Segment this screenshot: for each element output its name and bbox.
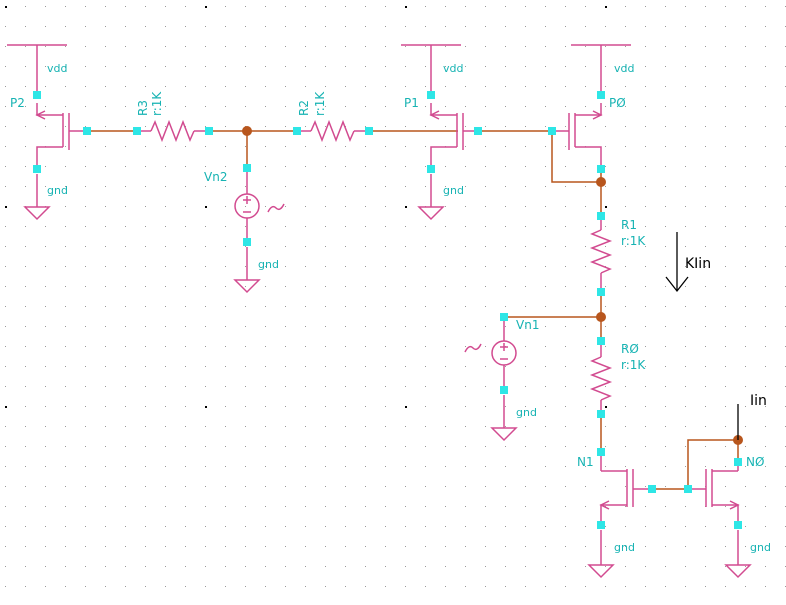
gnd-label: gnd <box>47 184 68 197</box>
r1-value: r:1K <box>621 234 646 248</box>
resistor-r3[interactable]: R3 r:1K <box>133 91 213 143</box>
pmos-p1[interactable]: P1 vdd gnd <box>401 44 482 221</box>
input-iin[interactable]: Iin <box>737 393 767 440</box>
r2-name: R2 <box>297 100 311 116</box>
resistor-r1[interactable]: R1 r:1K <box>589 212 646 296</box>
nmos-n1[interactable]: N1 gnd <box>577 448 656 579</box>
pmos-p2[interactable]: P2 vdd gnd <box>7 44 91 221</box>
p0-label: PØ <box>609 96 626 110</box>
gnd-label: gnd <box>258 258 279 271</box>
vdd-label: vdd <box>614 62 634 75</box>
r1-name: R1 <box>621 218 637 232</box>
vn1-label: Vn1 <box>516 318 539 332</box>
p2-label: P2 <box>10 96 25 110</box>
nmos-n0[interactable]: NØ gnd <box>684 455 771 579</box>
resistor-r2[interactable]: R2 r:1K <box>293 91 373 143</box>
r3-value: r:1K <box>150 91 164 116</box>
klin-label: KIin <box>685 256 711 272</box>
n0-label: NØ <box>746 455 764 469</box>
r0-name: RØ <box>621 342 639 356</box>
gnd-label: gnd <box>750 541 771 554</box>
current-arrow: KIin <box>665 232 711 293</box>
resistor-r0[interactable]: RØ r:1K <box>589 337 646 418</box>
p1-label: P1 <box>404 96 419 110</box>
junction-nodes <box>242 126 743 445</box>
pmos-p0[interactable]: PØ vdd <box>548 44 634 173</box>
vdd-label: vdd <box>47 62 67 75</box>
grid-dots <box>5 6 786 587</box>
wires <box>87 130 739 490</box>
iin-label: Iin <box>750 393 767 409</box>
r2-value: r:1K <box>313 91 327 116</box>
gnd-label: gnd <box>443 184 464 197</box>
voltage-source-vn1[interactable]: Vn1 gnd <box>464 313 539 442</box>
gnd-label: gnd <box>614 541 635 554</box>
vn2-label: Vn2 <box>204 170 227 184</box>
voltage-source-vn2[interactable]: Vn2 gnd <box>204 164 285 294</box>
r0-value: r:1K <box>621 358 646 372</box>
gnd-label: gnd <box>516 406 537 419</box>
n1-label: N1 <box>577 455 594 469</box>
r3-name: R3 <box>136 100 150 116</box>
vdd-label: vdd <box>443 62 463 75</box>
